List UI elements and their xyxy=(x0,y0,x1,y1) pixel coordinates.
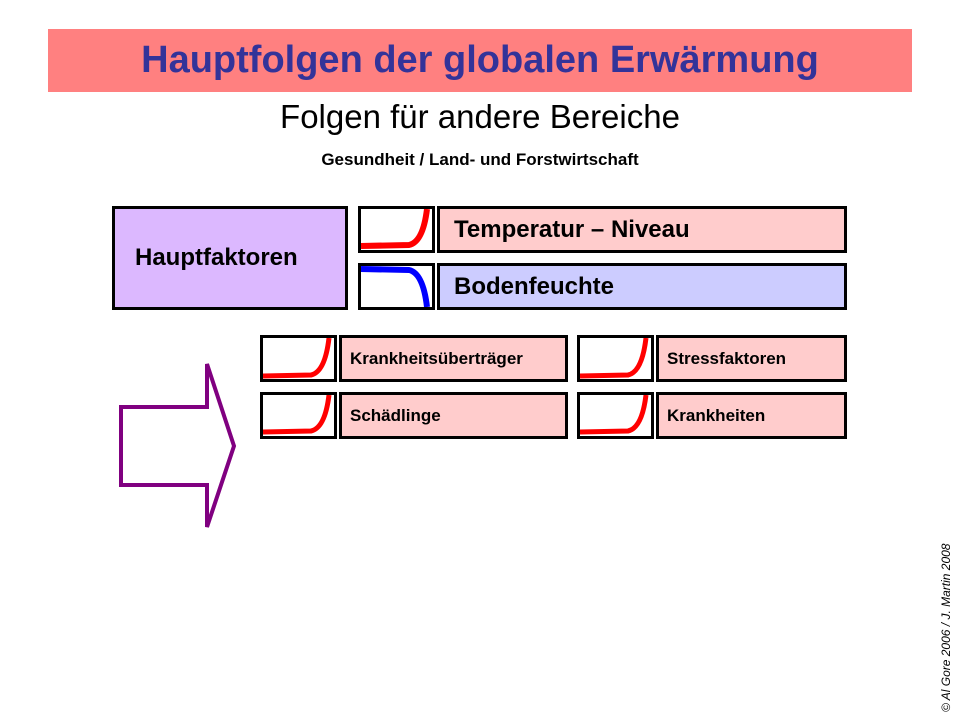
title-band: Hauptfolgen der globalen Erwärmung xyxy=(48,29,912,92)
falling-trend-icon xyxy=(358,263,435,310)
factor-temperature: Temperatur – Niveau xyxy=(437,206,847,253)
main-factors-box: Hauptfaktoren xyxy=(112,206,348,310)
right-arrow-icon xyxy=(119,363,237,528)
consequence-label: Schädlinge xyxy=(350,405,441,425)
consequence-pests: Schädlinge xyxy=(339,392,568,439)
page-title: Hauptfolgen der globalen Erwärmung xyxy=(141,39,819,81)
factor-label: Bodenfeuchte xyxy=(454,272,615,300)
sub-subtitle: Gesundheit / Land- und Forstwirtschaft xyxy=(321,150,639,169)
consequence-diseases: Krankheiten xyxy=(656,392,847,439)
subtitle: Folgen für andere Bereiche xyxy=(280,98,680,135)
rising-trend-icon xyxy=(260,392,337,439)
consequence-label: Krankheitsüberträger xyxy=(350,348,523,368)
consequence-label: Krankheiten xyxy=(667,405,766,425)
consequence-vectors: Krankheitsüberträger xyxy=(339,335,568,382)
rising-trend-icon xyxy=(577,335,654,382)
main-factors-label: Hauptfaktoren xyxy=(135,244,298,271)
factor-label: Temperatur – Niveau xyxy=(454,215,690,243)
rising-trend-icon xyxy=(577,392,654,439)
consequence-label: Stressfaktoren xyxy=(667,348,787,368)
rising-trend-icon xyxy=(260,335,337,382)
factor-soil-moisture: Bodenfeuchte xyxy=(437,263,847,310)
consequence-stress: Stressfaktoren xyxy=(656,335,847,382)
rising-trend-icon xyxy=(358,206,435,253)
copyright-notice: © Al Gore 2006 / J. Martin 2008 xyxy=(939,543,953,712)
